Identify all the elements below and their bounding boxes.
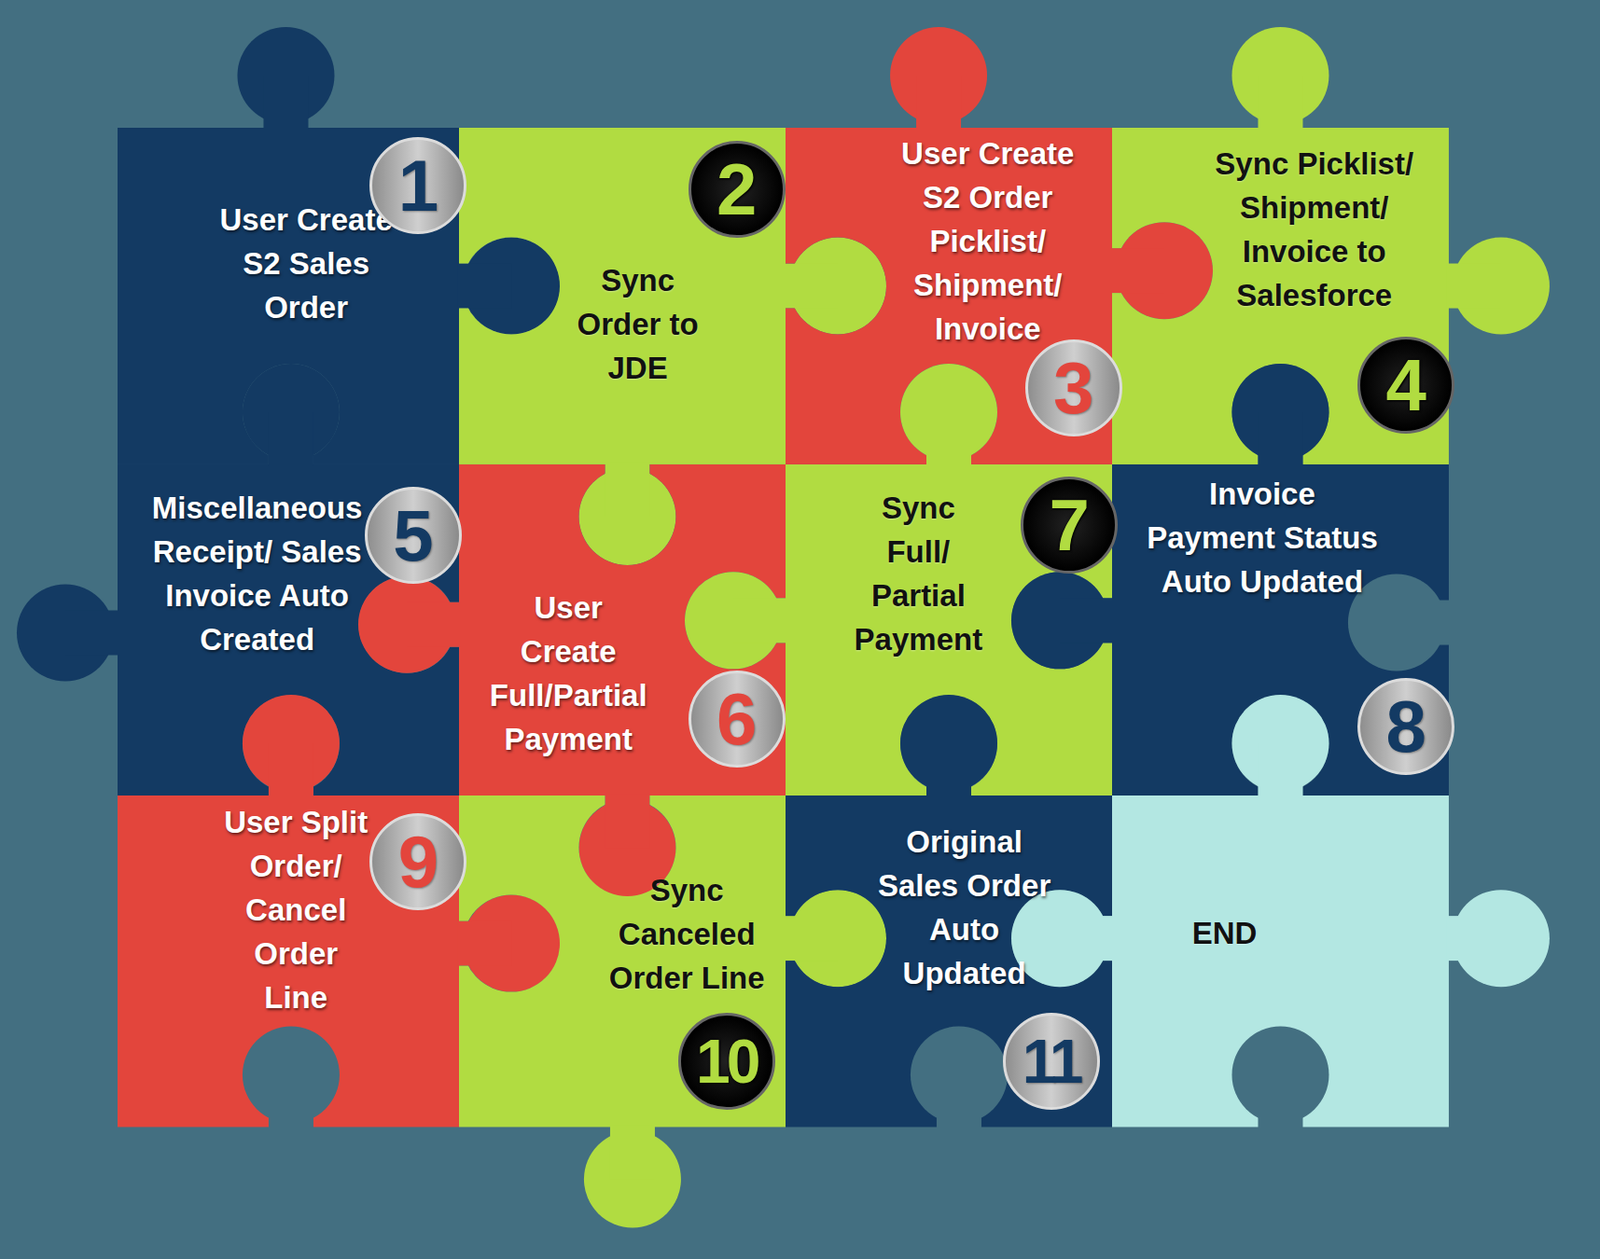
step-label: Sync Full/ Partial Payment [850,486,987,662]
puzzle-piece: Sync Order to JDE 2 [459,127,786,465]
step-number: 9 [369,813,467,911]
step-label: Sync Picklist/ Shipment/ Invoice to Sale… [1207,141,1422,318]
step-label: User Create S2 Sales Order [212,197,400,330]
puzzle-piece: Sync Canceled Order Line 10 [459,795,786,1127]
puzzle-piece: User Split Order/ Cancel Order Line9 [117,795,460,1127]
step-label: END [1131,911,1319,956]
step-number: 1 [369,137,467,235]
step-number: 3 [1025,339,1123,437]
step-number: 7 [1020,476,1118,574]
step-number: 4 [1357,336,1455,434]
step-label: Sync Canceled Order Line [593,868,780,1001]
step-label: User Create Full/Partial Payment [484,585,653,762]
puzzle-piece: END [1112,795,1449,1127]
step-label: Original Sales Order Auto Updated [871,820,1058,996]
step-number: 2 [688,140,786,238]
piece-shape [1112,795,1449,1127]
step-number: 6 [688,670,786,768]
step-number: 10 [678,1013,776,1111]
step-number: 8 [1357,678,1455,776]
step-label: Invoice Payment Status Auto Updated [1142,472,1381,604]
step-label: Miscellaneous Receipt/ Sales Invoice Aut… [145,486,370,662]
step-label: User Create S2 Order Picklist/ Shipment/… [887,131,1088,351]
step-number: 5 [364,486,462,585]
step-label: User Split Order/ Cancel Order Line [221,800,371,1020]
step-label: Sync Order to JDE [572,258,704,390]
step-number: 11 [1002,1013,1100,1111]
